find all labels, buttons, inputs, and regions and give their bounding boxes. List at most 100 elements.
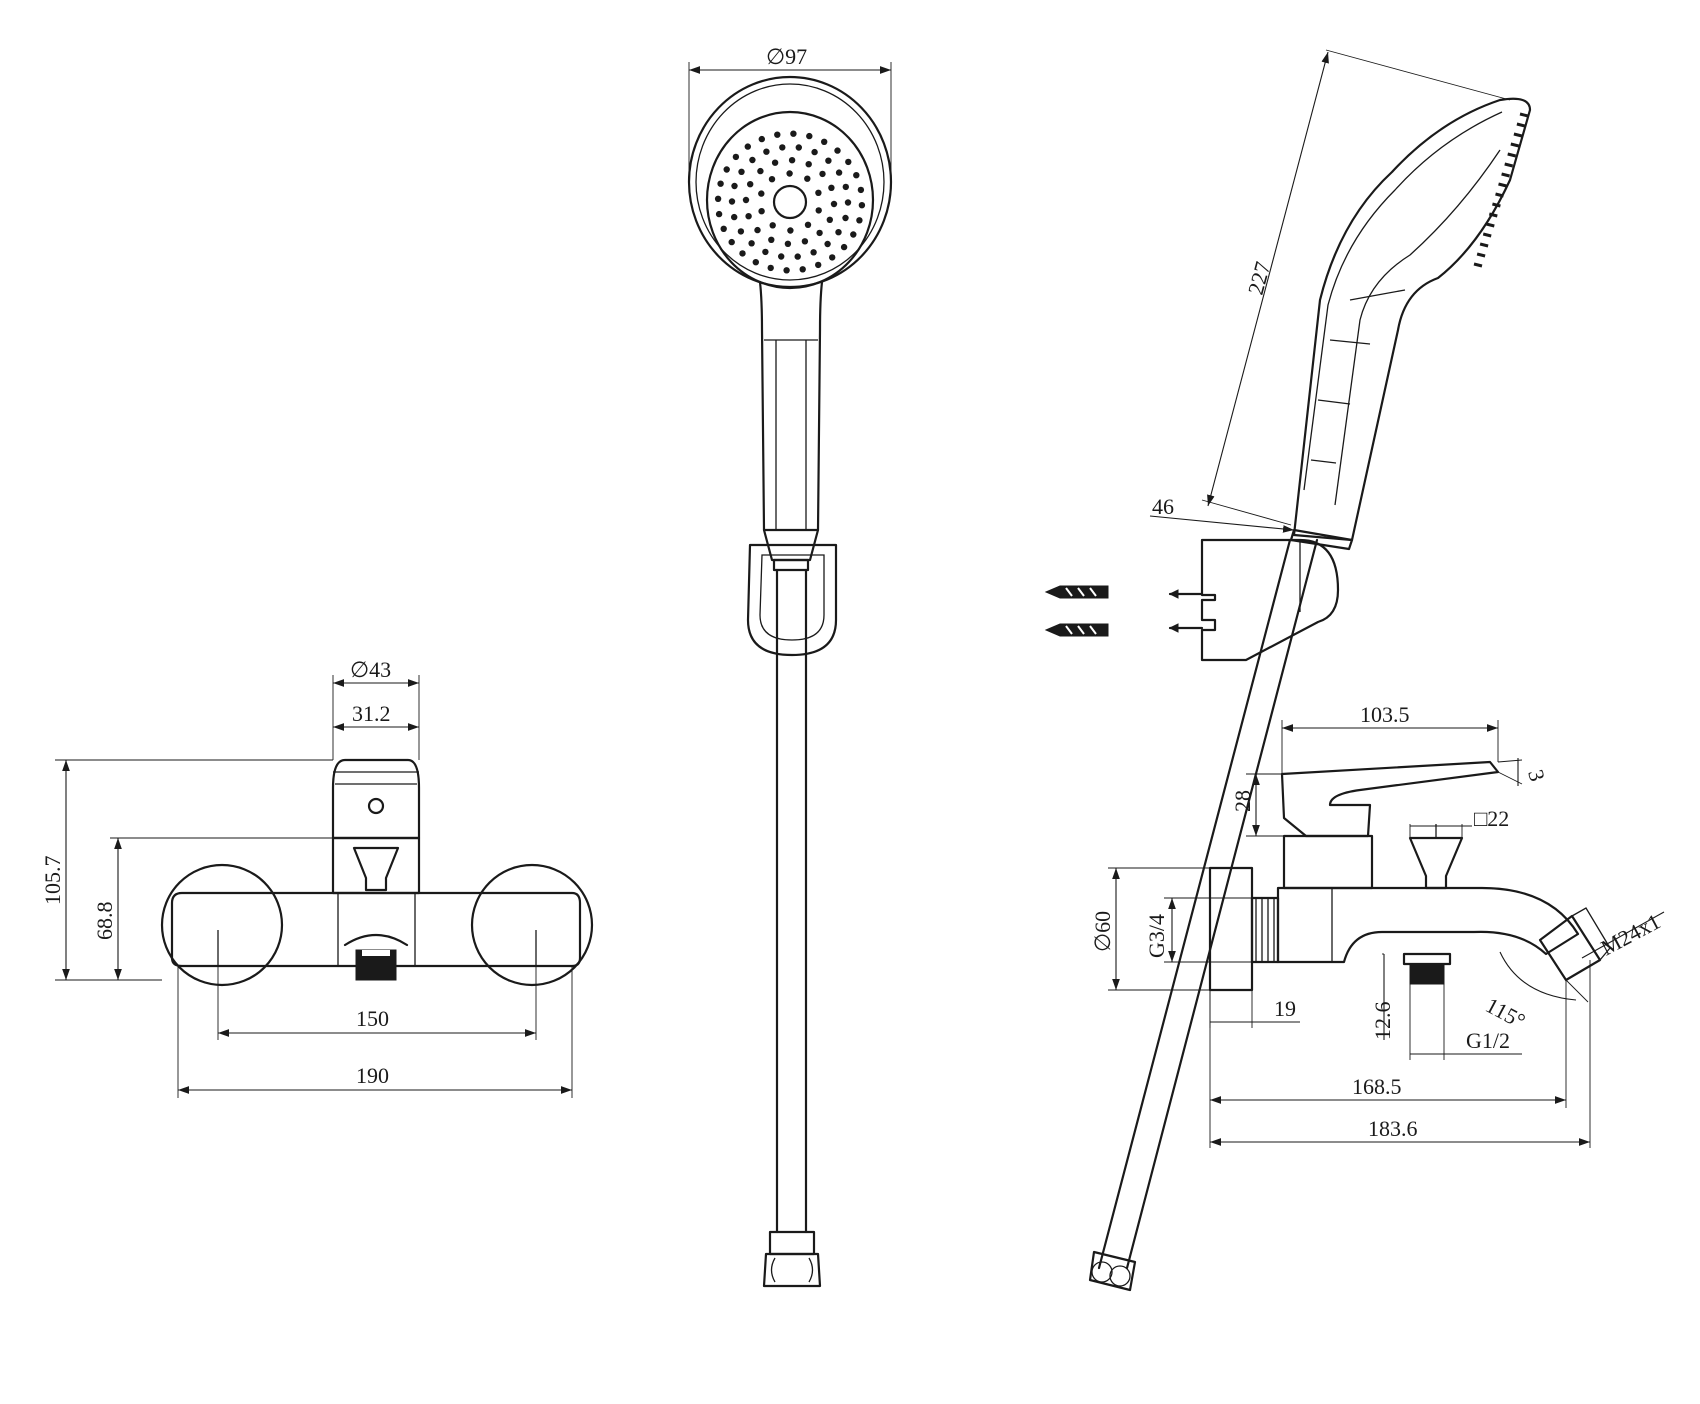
nozzle-dot <box>856 217 863 224</box>
nozzle-dot <box>835 229 842 236</box>
front-view-dimensions: ∅43 31.2 105.7 68.8 150 190 <box>40 657 573 1098</box>
nozzle-dot <box>767 264 774 272</box>
nozzle-dot <box>829 254 836 261</box>
nozzle-dot <box>819 170 826 178</box>
dim-thread-g3-4: G3/4 <box>1144 914 1169 958</box>
nozzle-dot <box>774 131 781 138</box>
nozzle-dot <box>795 144 802 151</box>
dim-height-12-6: 12.6 <box>1370 1002 1395 1041</box>
nozzle-dot <box>758 135 765 143</box>
nozzle-dot <box>778 253 785 260</box>
nozzle-dot <box>804 175 811 182</box>
nozzle-dot <box>826 216 833 223</box>
nozzle-dot <box>815 189 822 196</box>
nozzle-dot <box>768 176 776 183</box>
nozzle-dot <box>816 229 823 237</box>
nozzle-dot <box>745 213 752 220</box>
hand-shower-front-view <box>687 75 893 1288</box>
side-nozzle-tick <box>1498 182 1507 188</box>
nozzle-dot <box>737 228 745 235</box>
nozzle-dot <box>739 250 746 257</box>
nozzle-dot <box>742 196 750 204</box>
dim-reach-168-5: 168.5 <box>1352 1074 1402 1099</box>
side-nozzle-tick <box>1504 162 1514 168</box>
dim-centers-150: 150 <box>356 1006 389 1031</box>
nozzle-dot <box>853 172 860 179</box>
nozzle-dot <box>805 161 812 168</box>
nozzle-dot <box>731 213 738 221</box>
spray-nozzles <box>714 130 866 274</box>
nozzle-dot <box>794 253 801 260</box>
hand-shower-dimensions: ∅97 <box>688 44 892 180</box>
nozzle-dot <box>771 159 779 166</box>
side-nozzle-tick <box>1482 232 1492 238</box>
side-nozzle-tick <box>1501 172 1510 178</box>
nozzle-dot <box>723 166 730 173</box>
nozzle-dot <box>717 180 724 187</box>
nozzle-dot <box>749 156 756 164</box>
nozzle-dot <box>804 221 812 228</box>
nozzle-dot <box>815 207 822 214</box>
dim-height-68-8: 68.8 <box>92 902 117 941</box>
dim-thread-g1-2: G1/2 <box>1466 1028 1510 1053</box>
nozzle-dot <box>815 261 822 269</box>
nozzle-dot <box>790 130 797 137</box>
side-nozzle-tick <box>1479 242 1489 248</box>
nozzle-dot <box>842 214 849 222</box>
dim-width-31-2: 31.2 <box>352 701 391 726</box>
side-nozzle-tick <box>1488 212 1498 218</box>
side-nozzle-tick <box>1516 122 1526 128</box>
nozzle-dot <box>752 259 759 266</box>
side-nozzle-tick <box>1519 112 1529 118</box>
side-view-dimensions: 227 46 103.5 3 28 □22 ∅60 G3/4 <box>1090 49 1664 1148</box>
nozzle-dot <box>715 210 723 218</box>
wall-plugs <box>1044 585 1109 637</box>
side-view <box>1044 97 1611 1292</box>
nozzle-dot <box>769 222 776 229</box>
nozzle-dot <box>779 144 786 151</box>
side-nozzle-tick <box>1476 252 1486 258</box>
nozzle-dot <box>806 132 813 140</box>
nozzle-dot <box>811 148 818 156</box>
nozzle-dot <box>824 240 831 248</box>
nozzle-dot <box>786 170 793 177</box>
side-nozzle-tick <box>1495 192 1504 198</box>
nozzle-dot <box>821 138 828 145</box>
dim-height-28: 28 <box>1230 790 1255 812</box>
nozzle-dot <box>748 240 755 247</box>
nozzle-dot <box>857 186 865 194</box>
nozzle-dot <box>762 248 769 256</box>
nozzle-dot <box>840 243 848 251</box>
nozzle-dot <box>758 190 765 197</box>
nozzle-dot <box>784 240 792 247</box>
nozzle-dot <box>783 267 790 274</box>
nozzle-dot <box>728 238 735 246</box>
side-nozzle-tick <box>1485 222 1495 228</box>
side-nozzles <box>1473 112 1529 268</box>
dim-square-22: □22 <box>1474 806 1509 831</box>
side-nozzle-tick <box>1513 132 1523 138</box>
dim-depth-183-6: 183.6 <box>1368 1116 1418 1141</box>
nozzle-dot <box>758 208 765 215</box>
nozzle-dot <box>828 184 835 191</box>
nozzle-dot <box>744 143 751 150</box>
nozzle-dot <box>850 231 857 238</box>
nozzle-dot <box>732 153 740 161</box>
nozzle-dot <box>731 182 738 190</box>
dim-length-227: 227 <box>1243 259 1276 297</box>
nozzle-dot <box>738 168 745 175</box>
side-nozzle-tick <box>1510 142 1520 148</box>
mixer-front-view <box>160 758 594 987</box>
nozzle-dot <box>747 181 754 188</box>
nozzle-dot <box>787 227 794 234</box>
dim-offset-46: 46 <box>1152 494 1174 519</box>
nozzle-dot <box>801 238 809 245</box>
nozzle-dot <box>845 158 852 166</box>
nozzle-dot <box>835 169 843 176</box>
nozzle-dot <box>825 157 832 164</box>
nozzle-dot <box>754 226 761 234</box>
nozzle-dot <box>714 195 722 202</box>
nozzle-dot <box>842 183 849 191</box>
nozzle-dot <box>788 157 796 164</box>
